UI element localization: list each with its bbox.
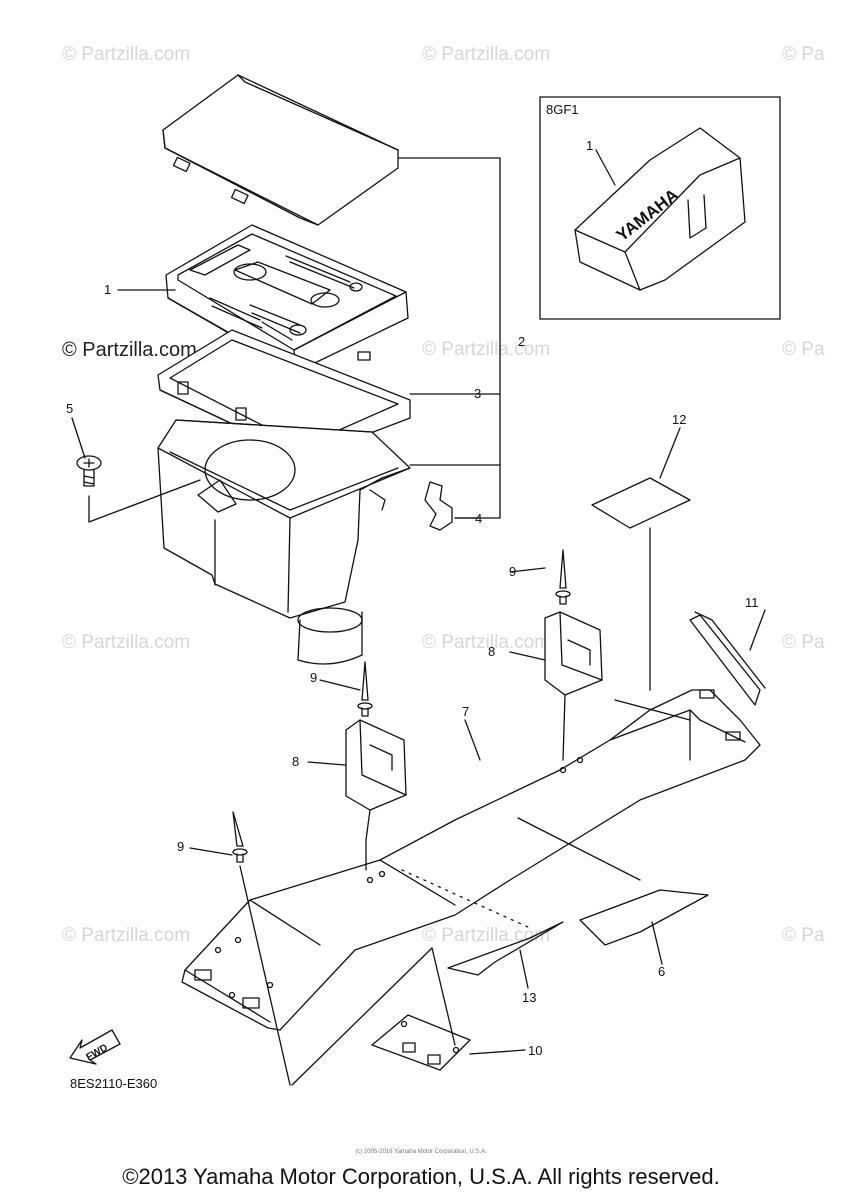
callout-13: 13 (522, 990, 536, 1005)
leader-lines (71, 149, 766, 1055)
callout-8: 8 (488, 644, 495, 659)
callout-5: 5 (66, 401, 73, 416)
plate-10 (291, 947, 471, 1086)
callout-4: 4 (475, 511, 482, 526)
callout-bracket (397, 157, 501, 519)
callout-12: 12 (672, 412, 686, 427)
watermark: © Partzilla.com (62, 44, 191, 65)
holder (544, 611, 603, 761)
callout-9: 9 (310, 670, 317, 685)
watermark: © Pa (782, 925, 825, 946)
holder (345, 719, 407, 871)
rivet (232, 811, 291, 1086)
callout-9: 9 (509, 564, 516, 579)
callout-1: 1 (104, 282, 111, 297)
watermark: © Partzilla.com (62, 339, 197, 361)
callout-7: 7 (462, 704, 469, 719)
callout-11: 11 (745, 595, 759, 610)
screw (76, 455, 201, 523)
callout-2: 2 (518, 334, 525, 349)
inset-box (539, 96, 781, 320)
label-6 (517, 817, 709, 946)
label-12 (591, 477, 691, 691)
tray-plate (181, 689, 761, 1031)
small-copyright-note: (c) 2005-2016 Yamaha Motor Corporation, … (355, 1149, 487, 1155)
watermark: © Pa (782, 632, 825, 653)
callout-6: 6 (658, 964, 665, 979)
watermark: © Partzilla.com (422, 925, 551, 946)
clip (424, 481, 453, 531)
watermark: © Partzilla.com (62, 925, 191, 946)
rivet (357, 661, 373, 717)
rivet (555, 549, 571, 605)
inset-callout-1: 1 (586, 138, 593, 153)
inset-label: 8GF1 (546, 102, 579, 117)
watermark: © Partzilla.com (422, 339, 551, 360)
watermark: © Partzilla.com (422, 44, 551, 65)
watermark: © Pa (782, 339, 825, 360)
callout-10: 10 (528, 1043, 542, 1058)
toolbox-lid (162, 74, 399, 226)
diagram-code: 8ES2110-E360 (70, 1076, 158, 1091)
strap (689, 611, 766, 706)
watermark: © Pa (782, 44, 825, 65)
callout-8: 8 (292, 754, 299, 769)
callout-3: 3 (474, 386, 481, 401)
callout-9: 9 (177, 839, 184, 854)
watermark: © Partzilla.com (62, 632, 191, 653)
fwd-arrow (69, 1029, 121, 1065)
copyright-footer: ©2013 Yamaha Motor Corporation, U.S.A. A… (122, 1164, 720, 1189)
watermark: © Partzilla.com (422, 632, 551, 653)
toolbox-body (157, 419, 411, 665)
label-13 (401, 869, 564, 976)
